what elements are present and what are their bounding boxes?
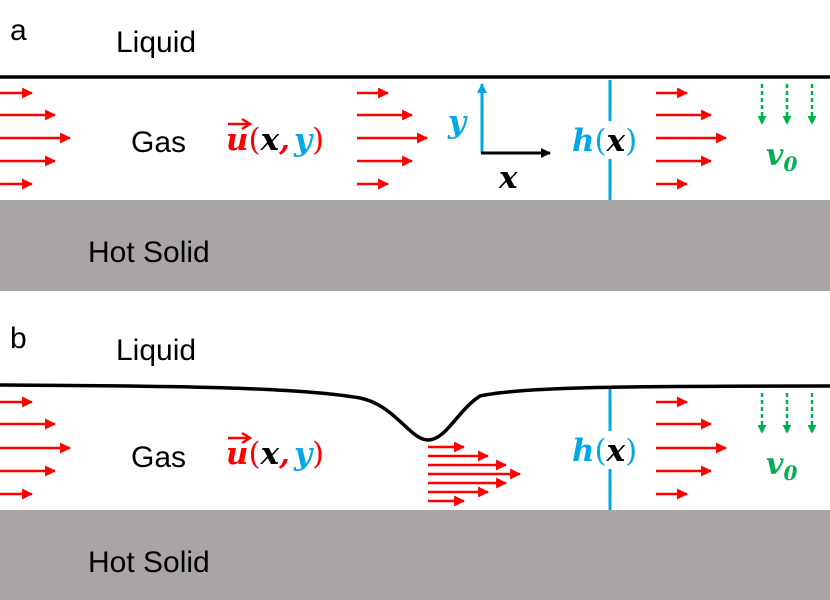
- constricted-flow-profile-b: [428, 441, 522, 507]
- panel-a: a Liquid Hot Solid Gas u(x,y): [0, 14, 830, 291]
- velocity-field-label-b: u(x,y): [226, 431, 324, 472]
- vapor-injection-arrows-b: [757, 393, 817, 434]
- hot-solid-label-a: Hot Solid: [88, 236, 210, 269]
- flow-profile-left-b: [0, 396, 72, 500]
- velocity-u: u: [226, 436, 249, 472]
- height-label-backdrop-b: [568, 431, 651, 469]
- flow-profile-right-a: [656, 87, 728, 190]
- vector-arrowhead: [241, 431, 253, 445]
- svg-text:u(x,y): u(x,y): [226, 436, 324, 472]
- x-axis-label: x: [498, 160, 518, 196]
- gas-label-a: Gas: [131, 126, 186, 159]
- panel-b: b Liquid Hot Solid Gas u(x,y): [0, 322, 830, 600]
- flow-profile-right-b: [656, 396, 728, 500]
- flow-profile-left-a: [0, 87, 72, 190]
- hot-solid-block-a: [0, 200, 830, 291]
- y-axis-label: y: [447, 104, 468, 140]
- velocity-u: u: [226, 122, 249, 158]
- deformed-liquid-gas-interface-b: [0, 383, 830, 442]
- coordinate-axes-a: y x: [447, 83, 551, 196]
- injection-velocity-label-b: v0: [766, 447, 797, 485]
- panel-label-a: a: [10, 14, 27, 47]
- injection-velocity-label-a: v0: [766, 138, 797, 176]
- gas-gap-height-label-b: h(x): [572, 433, 637, 469]
- liquid-label-b: Liquid: [116, 334, 196, 367]
- svg-text:u(x,y): u(x,y): [226, 122, 324, 158]
- gas-gap-height-label-a: h(x): [572, 123, 637, 159]
- velocity-field-label-a: u(x,y): [226, 117, 324, 158]
- panel-label-b: b: [10, 322, 27, 355]
- vector-arrowhead: [241, 117, 253, 131]
- liquid-label-a: Liquid: [116, 26, 196, 59]
- gas-label-b: Gas: [131, 441, 186, 474]
- height-label-backdrop-a: [568, 121, 651, 159]
- hot-solid-block-b: [0, 510, 830, 600]
- vapor-injection-arrows-a: [757, 84, 817, 125]
- flow-profile-mid-a: [357, 87, 429, 190]
- hot-solid-label-b: Hot Solid: [88, 546, 210, 579]
